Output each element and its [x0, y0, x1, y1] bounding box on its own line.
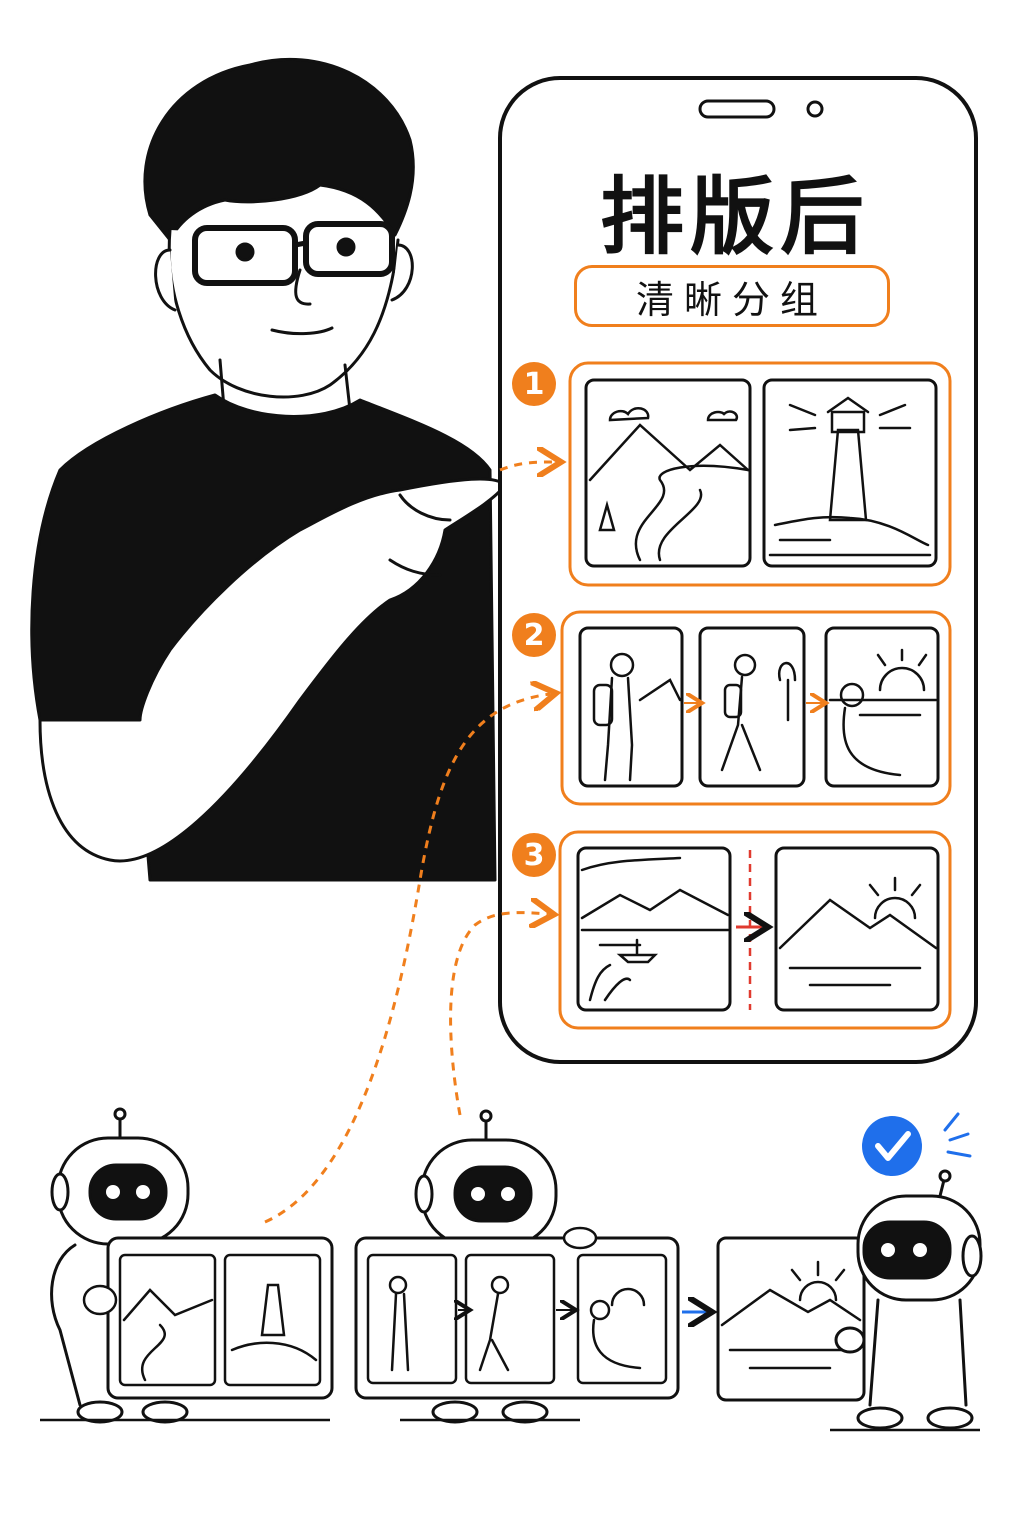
robot-icon: [50, 1107, 190, 1424]
person-illustration: [30, 57, 507, 882]
check-badge-icon: [862, 1112, 972, 1176]
lighthouse-icon: [762, 378, 938, 568]
robot-icon: [834, 1169, 983, 1430]
step-badge-2: 2: [512, 613, 556, 657]
group-1-frame: [568, 361, 952, 587]
photo-card-2: [354, 1226, 680, 1400]
mountain-sunset-icon: [774, 846, 940, 1012]
group-3-frame: [558, 830, 952, 1030]
lake-icon: [576, 846, 732, 1012]
mountain-icon: [584, 378, 752, 568]
pointer-arrow-3: [449, 913, 548, 1116]
pointer-arrow-1: [499, 462, 555, 470]
photo-card-1: [82, 1236, 334, 1400]
group-2-frame: [560, 610, 952, 806]
ground-line: [40, 1418, 980, 1432]
phone-subtitle: 清晰分组: [574, 265, 890, 327]
phone-title: 排版后: [599, 168, 870, 266]
hiker-icon: [578, 626, 684, 788]
step-badge-1: 1: [512, 362, 556, 406]
walker-icon: [698, 626, 806, 788]
robot-icon: [414, 1109, 558, 1424]
step-badge-3: 3: [512, 833, 556, 877]
phone-speaker: [698, 99, 776, 119]
pointer-arrow-2: [264, 694, 550, 1224]
photo-card-3: [716, 1236, 866, 1402]
phone-camera: [806, 100, 824, 118]
